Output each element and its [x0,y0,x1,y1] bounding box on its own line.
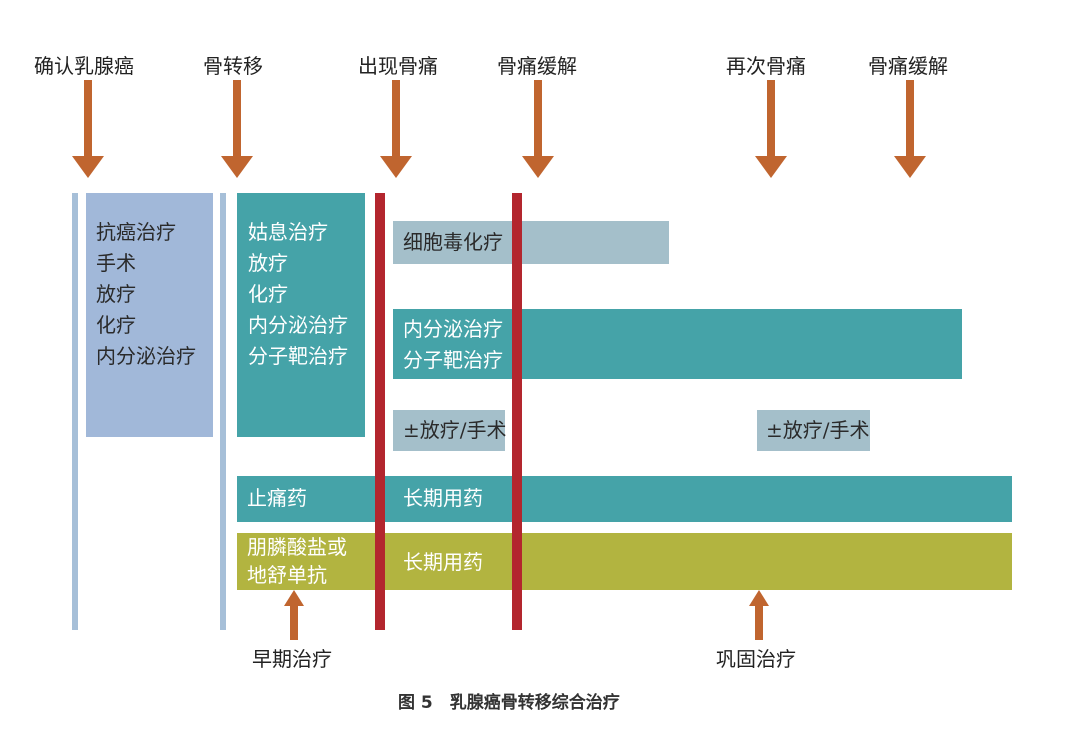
down-arrow-icon [221,80,253,178]
down-arrow-icon [380,80,412,178]
down-arrow-icon [72,80,104,178]
event-label-bone-pain: 出现骨痛 [358,54,438,78]
event-label-pain-relief-2: 骨痛缓解 [868,54,948,78]
treatment-line: 细胞毒化疗 [403,230,503,254]
timeline-line-metastasis [220,193,226,630]
event-label-bone-metastasis: 骨转移 [203,54,263,78]
treatment-line: 姑息治疗 [248,220,328,244]
down-arrow-icon [522,80,554,178]
long-term-label: 长期用药 [403,486,483,510]
radiotherapy-surgery-box-2: ±放疗/手术 [757,410,870,451]
bisphosphonate-bar: 朋膦酸盐或 地舒单抗 长期用药 [237,533,1012,590]
treatment-line: 地舒单抗 [247,563,327,587]
up-arrow-icon [749,590,769,640]
initial-treatment-box: 抗癌治疗 手术 放疗 化疗 内分泌治疗 [86,193,213,437]
early-treatment-label: 早期治疗 [252,647,332,671]
treatment-line: ±放疗/手术 [403,418,507,442]
timeline-line-bone-pain [375,193,385,630]
treatment-line: 抗癌治疗 [96,220,176,244]
down-arrow-icon [894,80,926,178]
treatment-line: 朋膦酸盐或 [247,535,347,559]
treatment-line: 分子靶治疗 [248,344,348,368]
cytotoxic-chemo-bar: 细胞毒化疗 [393,221,669,264]
palliative-treatment-box: 姑息治疗 放疗 化疗 内分泌治疗 分子靶治疗 [237,193,365,437]
bisphosphonate-label: 朋膦酸盐或 地舒单抗 [247,533,347,589]
analgesic-bar: 止痛药 长期用药 [237,476,1012,522]
event-label-pain-relief: 骨痛缓解 [497,54,577,78]
treatment-line: 化疗 [248,282,288,306]
treatment-line: ±放疗/手术 [766,418,870,442]
treatment-line: 分子靶治疗 [403,348,503,372]
timeline-line-pain-relief [512,193,522,630]
treatment-line: 手术 [96,251,136,275]
endocrine-targeted-bar: 内分泌治疗 分子靶治疗 [393,309,962,379]
consolidation-treatment-label: 巩固治疗 [716,647,796,671]
analgesic-label: 止痛药 [247,486,307,510]
event-label-recurrent-pain: 再次骨痛 [726,54,806,78]
up-arrow-icon [284,590,304,640]
down-arrow-icon [755,80,787,178]
treatment-line: 内分泌治疗 [248,313,348,337]
figure-caption: 图 5 乳腺癌骨转移综合治疗 [398,693,620,713]
long-term-label: 长期用药 [403,550,483,574]
treatment-line: 放疗 [248,251,288,275]
timeline-line-diagnosis [72,193,78,630]
treatment-line: 内分泌治疗 [96,344,196,368]
event-label-diagnosis: 确认乳腺癌 [34,54,134,78]
treatment-line: 放疗 [96,282,136,306]
treatment-line: 内分泌治疗 [403,317,503,341]
radiotherapy-surgery-box: ±放疗/手术 [393,410,507,451]
treatment-line: 化疗 [96,313,136,337]
